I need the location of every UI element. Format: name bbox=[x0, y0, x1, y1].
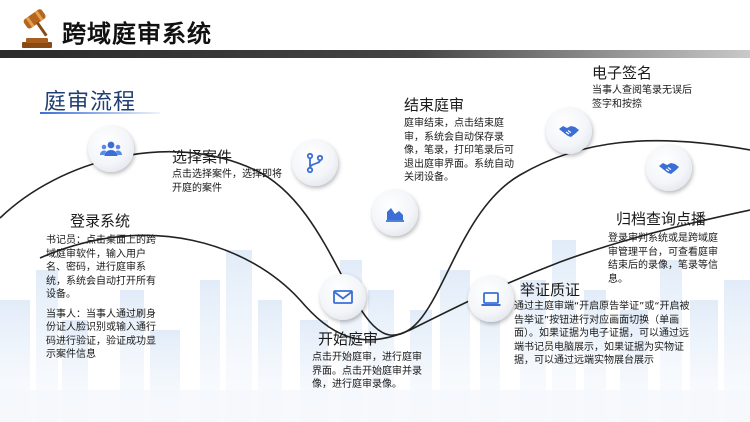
section-title: 庭审流程 bbox=[44, 90, 137, 115]
step-login-icon-circle bbox=[88, 126, 134, 172]
users-icon bbox=[100, 141, 122, 156]
handshake-icon bbox=[659, 163, 679, 174]
branch-icon bbox=[306, 152, 324, 174]
step-esign-icon-circle bbox=[546, 108, 592, 154]
step-end-trial-title: 结束庭审 bbox=[404, 96, 465, 114]
step-login-desc-party: 当事人：当事人通过刷身份证人脸识别或输入通行码进行验证，验证成功显示案件信息 bbox=[46, 308, 156, 361]
step-start-trial-desc: 点击开始庭审，进行庭审界面。点击开始庭审并录像，进行庭审录像。 bbox=[312, 352, 422, 390]
step-esign-title: 电子签名 bbox=[592, 64, 653, 82]
step-archive-icon-circle bbox=[646, 145, 692, 191]
step-login-title: 登录系统 bbox=[70, 212, 131, 230]
section-underline bbox=[40, 112, 160, 114]
header-divider bbox=[0, 50, 750, 58]
step-select-case-title: 选择案件 bbox=[172, 148, 233, 166]
step-start-trial-icon-circle bbox=[320, 274, 366, 320]
handshake-icon bbox=[559, 126, 579, 137]
step-archive-title: 归档查询点播 bbox=[616, 210, 707, 228]
step-start-trial-title: 开始庭审 bbox=[318, 330, 379, 348]
header: 跨域庭审系统 bbox=[0, 0, 750, 58]
step-evidence-desc: 通过主庭审端“开启原告举证”或“开启被告举证”按钮进行对应画面切换（单画面）。如… bbox=[514, 301, 690, 366]
step-select-case-desc: 点击选择案件，选择即将开庭的案件 bbox=[172, 169, 282, 194]
gavel-icon bbox=[22, 9, 52, 48]
page-title: 跨域庭审系统 bbox=[62, 20, 212, 48]
step-end-trial-desc: 庭审结束，点击结束庭审，系统会自动保存录像，笔录，打印笔录后可退出庭审界面。系统… bbox=[404, 118, 514, 183]
chart-icon bbox=[386, 208, 404, 222]
laptop-icon bbox=[481, 292, 501, 306]
city-skyline-background bbox=[0, 240, 750, 422]
step-login-desc: 书记员：点击桌面上的跨域庭审软件，输入用户名、密码，进行庭审系统，系统会自动打开… bbox=[46, 234, 162, 362]
step-select-case-icon-circle bbox=[292, 140, 338, 186]
step-evidence-title: 举证质证 bbox=[520, 281, 581, 299]
step-archive-desc: 登录审判系统或是跨域庭审管理平台，可查看庭审结束后的录像，笔录等信息。 bbox=[608, 233, 718, 285]
step-evidence-icon-circle bbox=[468, 276, 514, 322]
envelope-icon bbox=[333, 290, 353, 304]
step-esign-desc: 当事人查阅笔录无误后签字和按捺 bbox=[592, 85, 692, 110]
step-login-desc-clerk: 书记员：点击桌面上的跨域庭审软件，输入用户名、密码，进行庭审系统，系统会自动打开… bbox=[46, 235, 156, 300]
step-end-trial-icon-circle bbox=[372, 190, 418, 236]
